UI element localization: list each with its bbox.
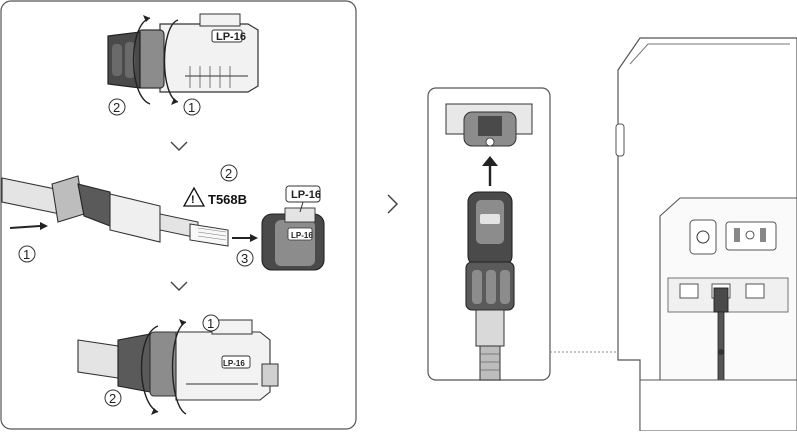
connector-model-label-b-body: LP-16 [291, 231, 313, 240]
step-number-1b: 1 [23, 247, 30, 262]
connector-model-label-b: LP-16 [291, 189, 321, 201]
device-outline [616, 38, 797, 431]
cable-standard-label: T568B [208, 192, 247, 207]
warning-mark: ! [191, 194, 195, 206]
step-number-3b: 3 [241, 251, 248, 266]
chevron-right-icon [388, 195, 397, 213]
connector-model-label-a: LP-16 [216, 31, 246, 43]
step-number-2b: 2 [225, 166, 232, 181]
step-number-1a: 1 [188, 100, 195, 115]
step-number-1c: 1 [207, 316, 214, 331]
step-number-2a: 2 [113, 100, 120, 115]
step-number-2c: 2 [109, 391, 116, 406]
connector-model-label-c: LP-16 [223, 359, 245, 368]
